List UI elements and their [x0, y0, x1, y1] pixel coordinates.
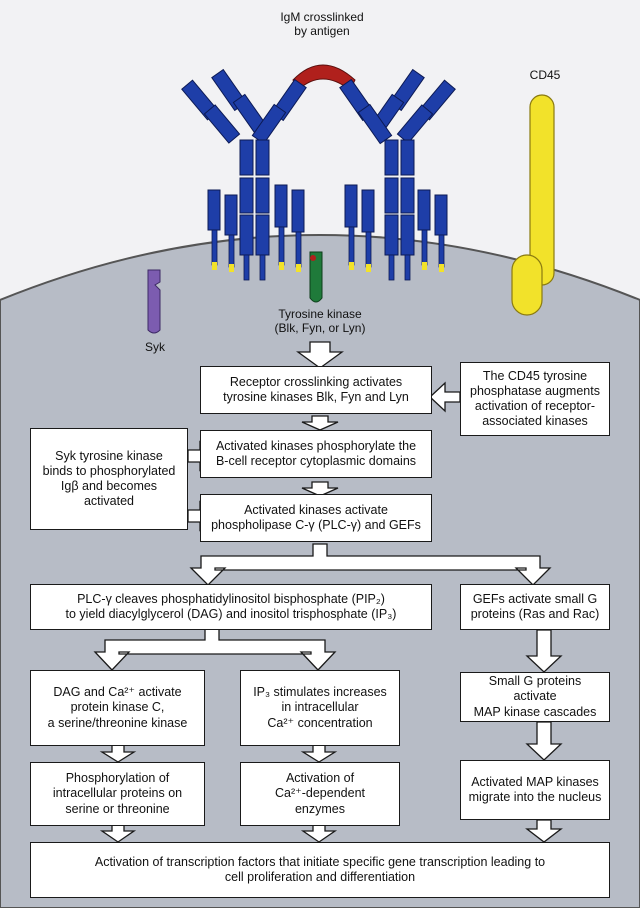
syk-label: Syk	[144, 340, 165, 354]
step-syk-line-4: activated	[83, 494, 134, 509]
step-map-kinases-line-2: migrate into the nucleus	[468, 790, 602, 804]
igm-label-line-2: by antigen	[294, 24, 350, 39]
step-phosphorylate-domains-line-2: B-cell receptor cytoplasmic domains	[215, 454, 417, 468]
step-cd45-line-2: phosphatase augments	[470, 383, 600, 398]
step-ca-enzymes-line-2: Ca²⁺-dependent	[275, 786, 365, 801]
step-syk-line-1: Syk tyrosine kinase	[55, 448, 163, 463]
step-transcription-line-1: Activation of transcription factors that…	[94, 854, 546, 869]
step-activate-plc-line-1: Activated kinases activate	[244, 502, 388, 517]
step-phosphorylate-domains-line-1: Activated kinases phosphorylate the	[215, 438, 417, 453]
step-cd45-line-4: associated kinases	[482, 414, 588, 429]
step-phosphorylation-line-2: intracellular proteins on	[52, 786, 183, 801]
cd45-label: CD45	[529, 68, 561, 82]
step-plc-cleaves-line-1: PLC-γ cleaves phosphatidylinositol bisph…	[77, 591, 385, 606]
step-ip3-line-3: Ca²⁺ concentration	[267, 715, 373, 730]
itam-tips	[212, 262, 444, 272]
tyrosine-kinase-label-line-1: Tyrosine kinase	[278, 307, 362, 321]
step-ip3-line-1: IP₃ stimulates increases	[253, 685, 387, 700]
step-dag-line-2: protein kinase C,	[70, 700, 165, 715]
step-small-g-line-1: Small G proteins activate	[488, 674, 582, 704]
step-receptor-crosslinking-line-1: Receptor crosslinking activates	[229, 374, 403, 389]
transmembrane-tails	[211, 226, 445, 281]
step-cd45-line-3: activation of receptor-	[474, 399, 596, 413]
step-ca-enzymes-line-3: enzymes	[294, 801, 346, 816]
step-activate-plc-line-2: phospholipase C-γ (PLC-γ) and GEFs	[211, 518, 421, 532]
igm-label-line-1: IgM crosslinked	[280, 10, 364, 24]
step-plc-cleaves: PLC-γ cleaves phosphatidylinositol bisph…	[30, 584, 432, 630]
step-phosphorylation-line-3: serine or threonine	[65, 801, 170, 816]
syk-molecule	[147, 269, 161, 334]
step-phosphorylation-line-1: Phosphorylation of	[65, 771, 170, 786]
step-dag-line-1: DAG and Ca²⁺ activate	[53, 685, 182, 700]
step-ca-enzymes-line-1: Activation of	[285, 771, 355, 786]
step-transcription: Activation of transcription factors that…	[30, 842, 610, 898]
step-ip3-line-2: in intracellular	[281, 700, 359, 715]
step-receptor-crosslinking-line-2: tyrosine kinases Blk, Fyn and Lyn	[223, 390, 409, 404]
step-plc-cleaves-line-2: to yield diacylglycerol (DAG) and inosit…	[65, 607, 397, 621]
step-syk-line-3: Igβ and becomes	[60, 479, 158, 493]
step-gefs-line-2: proteins (Ras and Rac)	[470, 607, 600, 621]
step-map-kinases-line-1: Activated MAP kinases	[471, 774, 599, 789]
igm-label: IgM crosslinked by antigen	[252, 10, 392, 39]
step-gefs-line-1: GEFs activate small G	[472, 591, 598, 606]
step-transcription-line-2: cell proliferation and differentiation	[224, 870, 416, 884]
tyrosine-kinase-label: Tyrosine kinase (Blk, Fyn, or Lyn)	[255, 307, 385, 336]
tyrosine-kinase-label-line-2: (Blk, Fyn, or Lyn)	[274, 321, 366, 336]
igm-antibody-left	[181, 68, 307, 256]
tyrosine-kinase-molecule	[309, 251, 323, 303]
step-syk-line-2: binds to phosphorylated	[42, 463, 176, 478]
step-cd45-line-1: The CD45 tyrosine	[482, 368, 588, 383]
cd45-molecule	[511, 94, 555, 316]
igm-antibody-right	[339, 68, 456, 256]
flow-arrows	[93, 341, 563, 843]
step-small-g-line-2: MAP kinase cascades	[473, 704, 597, 719]
step-dag-line-3: a serine/threonine kinase	[47, 715, 188, 730]
